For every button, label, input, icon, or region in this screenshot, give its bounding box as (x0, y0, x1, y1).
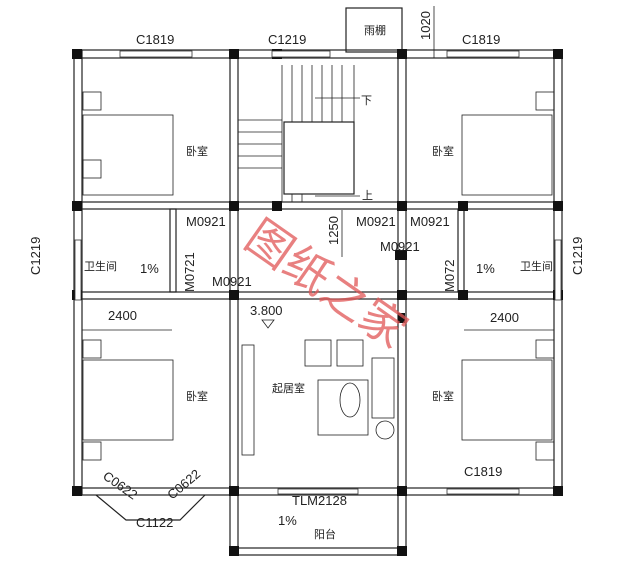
staircase (238, 65, 360, 202)
door-label: M0721 (182, 252, 197, 292)
dimension-label: 1250 (326, 216, 341, 245)
windows (74, 50, 562, 521)
window-label: C0622 (100, 468, 140, 502)
bed-icon (82, 91, 555, 461)
door-label: M0921 (380, 239, 420, 254)
door-label: M0921 (212, 274, 252, 289)
window-label: C1122 (136, 515, 173, 530)
window-label: C1219 (268, 32, 306, 47)
window-label: C0622 (164, 466, 203, 502)
door-label: M0921 (186, 214, 226, 229)
slope-label: 1% (278, 513, 297, 528)
window-label: C1819 (136, 32, 174, 47)
room-label: 卧室 (186, 389, 208, 403)
room-label: 卧室 (432, 144, 454, 158)
window-label: C1219 (28, 237, 43, 275)
window-label: C1219 (570, 237, 585, 275)
room-label: 阳台 (314, 527, 336, 541)
door-label: TLM2128 (292, 493, 347, 508)
canopy-dimension: 1020 (418, 11, 433, 40)
dimension-label: 2400 (490, 310, 519, 325)
slope-label: 1% (476, 261, 495, 276)
dimension-label: 2400 (108, 308, 137, 323)
room-label: 卫生间 (520, 259, 553, 273)
sofa-set-icon (241, 339, 395, 456)
room-label: 卧室 (432, 389, 454, 403)
room-label: 起居室 (272, 381, 305, 395)
window-label: C1819 (462, 32, 500, 47)
door-label: M0921 (410, 214, 450, 229)
stair-down-label: 下 (361, 94, 372, 107)
slope-label: 1% (140, 261, 159, 276)
elevation-label: 3.800 (250, 303, 283, 318)
door-label: M072 (442, 259, 457, 292)
canopy-outline (345, 7, 403, 53)
door-label: M0921 (356, 214, 396, 229)
room-label: 卫生间 (84, 259, 117, 273)
window-label: C1819 (464, 464, 502, 479)
columns (72, 49, 563, 556)
room-label: 卧室 (186, 144, 208, 158)
elevation-marker-icon (261, 319, 275, 329)
canopy-label: 雨棚 (364, 23, 386, 37)
stair-up-label: 上 (362, 189, 373, 202)
